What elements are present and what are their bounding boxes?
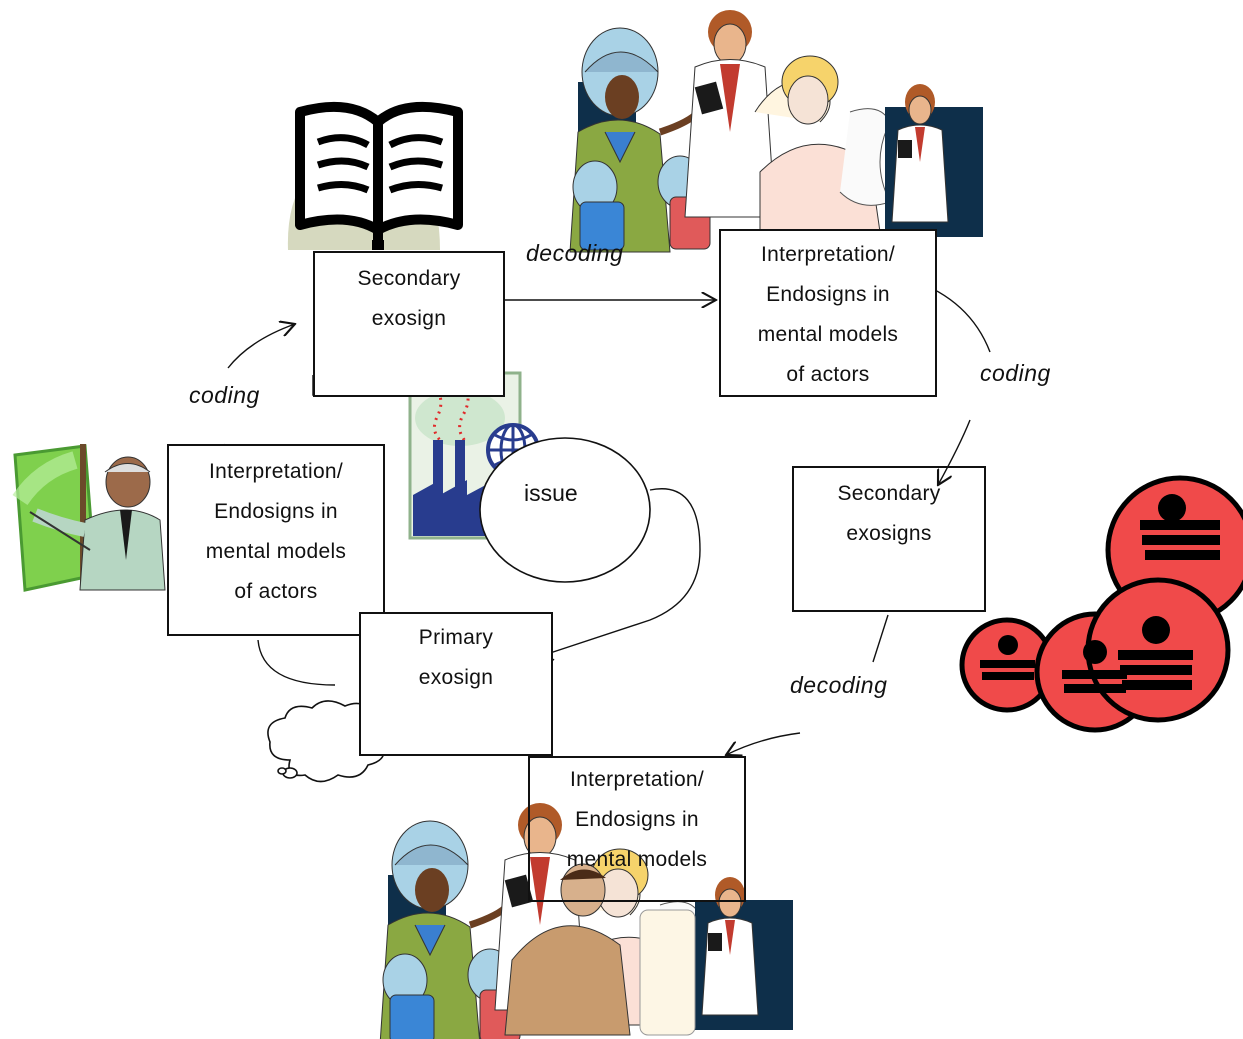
box-text-line: Interpretation/ xyxy=(760,243,896,266)
box-text-line: mental models xyxy=(566,848,708,871)
coding-label-left: coding xyxy=(189,382,260,408)
box-text-line: Endosigns in xyxy=(214,500,338,523)
open-book-icon xyxy=(287,101,463,250)
box-text-line: mental models xyxy=(205,540,347,563)
apple-books-clipart xyxy=(959,475,1243,733)
primary-exosign-box: Primary exosign xyxy=(359,612,553,756)
box-text-line: exosign xyxy=(371,307,447,330)
box-text-line: Secondary xyxy=(837,482,941,505)
decoding-label-right: decoding xyxy=(790,672,888,698)
lecturer-clipart xyxy=(12,444,166,592)
secondary-exosigns-box-right: Secondary exosigns xyxy=(792,466,986,612)
box-text-line: Endosigns in xyxy=(575,808,699,831)
health-workers-clipart-top xyxy=(570,10,983,252)
box-text-line: Secondary xyxy=(357,267,461,290)
box-text-line: Interpretation/ xyxy=(208,460,344,483)
interpretation-box-left: Interpretation/ Endosigns in mental mode… xyxy=(167,444,385,636)
interpretation-box-top-right: Interpretation/ Endosigns in mental mode… xyxy=(719,229,937,397)
box-text-line: Primary xyxy=(418,626,494,649)
box-text-line: mental models xyxy=(757,323,899,346)
box-text-line: Interpretation/ xyxy=(569,768,705,791)
box-text-line: of actors xyxy=(786,363,870,386)
box-text-line: exosign xyxy=(418,666,494,689)
box-text-line: exosigns xyxy=(846,522,932,545)
box-text-line: of actors xyxy=(234,580,318,603)
issue-label: issue xyxy=(524,480,578,506)
coding-label-right: coding xyxy=(980,360,1051,386)
decoding-label-top: decoding xyxy=(526,240,624,266)
secondary-exosign-box-top: Secondary exosign xyxy=(313,251,505,397)
interpretation-box-bottom: Interpretation/ Endosigns in mental mode… xyxy=(528,756,746,902)
box-text-line: Endosigns in xyxy=(766,283,890,306)
issue-ellipse xyxy=(479,437,651,583)
office-worker-clipart xyxy=(504,863,696,1036)
